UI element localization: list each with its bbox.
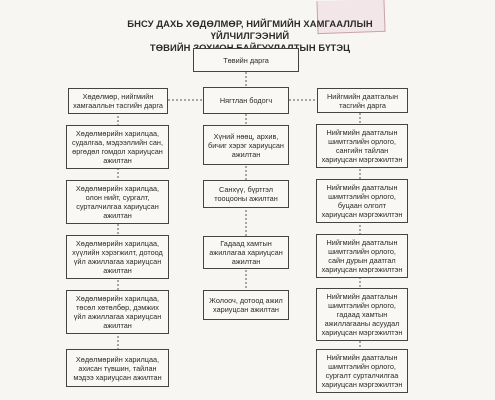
org-box-labor-internal-officer: Хөдөлмөрийн харилцаа, хүүлийн хэрэгжилт,… <box>66 235 169 279</box>
title-line-1: БНСУ ДАХЬ ХӨДӨЛМӨР, НИЙГМИЙН ХАМГААЛЛЫН … <box>127 18 373 41</box>
org-box-social-insurance-head: Нийгмийн даатгалын тасгийн дарга <box>317 88 408 113</box>
org-box-foreign-relations-officer: Гадаад хамтын ажиллагаа хариуцсан ажилта… <box>203 236 289 269</box>
org-box-labor-research-officer: Хөдөлмөрийн харилцаа, судалгаа, мэдээлли… <box>66 125 169 169</box>
org-box-hr-archive-officer: Хүний нөөц, архив, бичиг хэрэг хариуцсан… <box>203 125 289 165</box>
org-box-labor-training-officer: Хөдөлмөрийн харилцаа, олон нийт, сургалт… <box>66 180 169 224</box>
org-box-si-foreign-relations-specialist: Нийгмийн даатгалын шимтгэлийн орлого, га… <box>316 288 408 341</box>
org-box-finance-officer: Санхүү, бүртгэл тооцооны ажилтан <box>203 180 289 208</box>
org-box-si-voluntary-specialist: Нийгмийн даатгалын шимтгэлийн орлого, са… <box>316 234 408 278</box>
org-box-si-refund-specialist: Нийгмийн даатгалын шимтгэлийн орлого, бу… <box>316 179 408 223</box>
org-box-labor-project-officer: Хөдөлмөрийн харилцаа, төсөл хөтөлбөр, дэ… <box>66 290 169 334</box>
org-box-driver: Жолооч, дотоод ажил хариуцсан ажилтан <box>203 290 289 320</box>
org-box-si-training-specialist: Нийгмийн даатгалын шимтгэлийн орлого, су… <box>316 349 408 393</box>
org-box-accountant: Нягтлан бодогч <box>203 87 289 114</box>
org-box-director: Төвийн дарга <box>193 48 299 72</box>
page-title: БНСУ ДАХЬ ХӨДӨЛМӨР, НИЙГМИЙН ХАМГААЛЛЫН … <box>90 18 410 54</box>
org-box-labor-reporting-officer: Хөдөлмөрийн харилцаа, ахисан түвшин, тай… <box>66 349 169 387</box>
title-line-2: ТӨВИЙН ЗОХИОН БАЙГУУЛАЛТЫН БҮТЭЦ <box>149 42 351 53</box>
org-box-si-fund-report-specialist: Нийгмийн даатгалын шимтгэлийн орлого, са… <box>316 124 408 168</box>
org-box-labor-department-head: Хөдөлмөр, нийгмийн хамгааллын тасгийн да… <box>68 88 168 114</box>
